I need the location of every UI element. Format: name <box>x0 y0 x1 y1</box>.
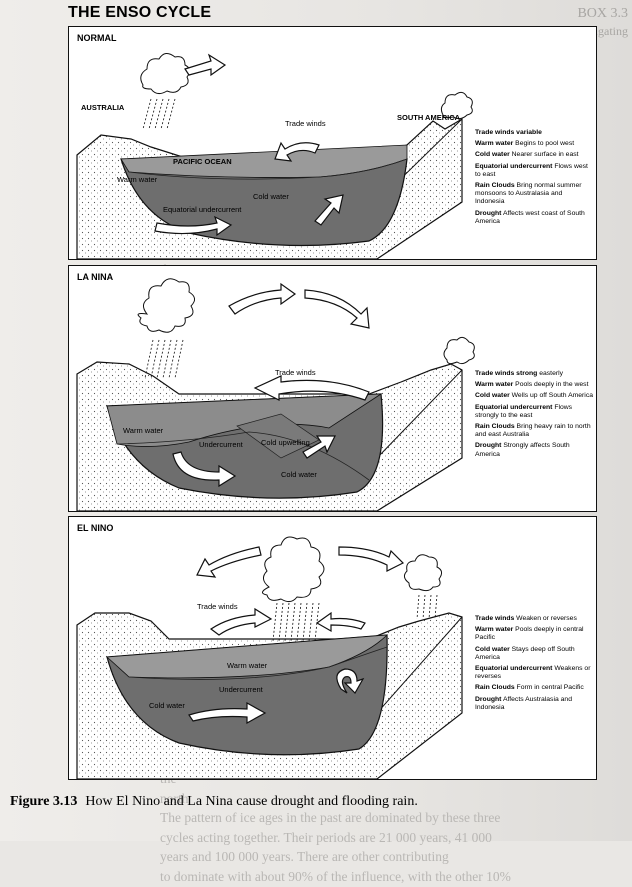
legend-item: Cold water Stays deep off South America <box>475 645 575 661</box>
warm-water-layer <box>106 393 383 447</box>
panel-el-nino: EL NINO Trade winds Warm water Undercurr… <box>68 516 597 780</box>
trade-wind-arrow <box>253 375 370 401</box>
la-nina-diagram <box>76 278 475 511</box>
eddy-arrow <box>336 668 365 694</box>
panel-title-normal: NORMAL <box>77 33 117 43</box>
cloud-east <box>440 91 473 120</box>
undercurrent-arrow <box>172 451 237 488</box>
normal-diagram <box>76 53 473 259</box>
upwelling-arrow <box>302 435 336 459</box>
trade-wind-arrow-east <box>315 611 366 633</box>
label-undercurrent: Undercurrent <box>199 440 243 449</box>
cloud-east <box>443 336 475 365</box>
legend-item: Rain Clouds Form in central Pacific <box>475 684 584 692</box>
background-text-line: cycles acting together. Their periods ar… <box>160 829 492 845</box>
rain-cloud-west <box>140 53 191 130</box>
warm-water-layer <box>106 634 389 679</box>
wind-arrow-upper-right <box>304 289 370 329</box>
box-label: BOX 3.3 <box>577 6 628 21</box>
figure-caption: Figure 3.13 How El Nino and La Nina cause… <box>10 794 418 810</box>
label-trade-winds: Trade winds <box>197 602 238 611</box>
label-cold-water: Cold water <box>253 192 289 201</box>
legend-item: Trade winds variable <box>475 129 542 136</box>
wind-arrow-upper-left <box>196 546 262 578</box>
legend-item: Trade winds strong easterly <box>475 370 564 377</box>
ocean-basin <box>120 158 408 247</box>
background-text-line: to dominate with about 90% of the influe… <box>160 868 511 884</box>
label-pacific-ocean: PACIFIC OCEAN <box>173 157 232 166</box>
caption-text: How El Nino and La Nina cause drought an… <box>85 794 418 809</box>
label-undercurrent: Undercurrent <box>219 685 263 694</box>
label-cold-water: Cold water <box>281 470 317 479</box>
legend-normal: Trade winds variable Warm water Begins t… <box>475 129 593 229</box>
legend-item: Equatorial undercurrent Flows strongly t… <box>475 403 573 419</box>
legend-item: Drought Affects west coast of South Amer… <box>475 209 585 225</box>
label-trade-winds: Trade winds <box>285 119 326 128</box>
rain-cloud-west <box>137 278 195 379</box>
background-text-line: years and 100 000 years. There are other… <box>160 849 449 865</box>
legend-item: Cold water Nearer surface in east <box>475 151 579 159</box>
wind-arrow-upper <box>184 53 227 77</box>
background-text-line: The pattern of ice ages in the past are … <box>160 810 501 826</box>
panel-la-nina: LA NINA Trade winds Warm water Undercurr… <box>68 265 597 512</box>
el-nino-diagram <box>76 536 463 779</box>
wind-arrow-upper-left <box>228 282 297 315</box>
panel-title-la-nina: LA NINA <box>77 272 114 282</box>
label-australia: AUSTRALIA <box>81 103 125 112</box>
rain-cloud-east <box>403 554 443 620</box>
label-undercurrent: Equatorial undercurrent <box>163 205 242 214</box>
label-trade-winds: Trade winds <box>275 368 316 377</box>
label-warm-water: Warm water <box>117 175 158 184</box>
legend-item: Drought Affects Australasia and Indonesi… <box>475 695 572 711</box>
undercurrent-arrow <box>154 215 233 237</box>
label-cold-water: Cold water <box>149 701 185 710</box>
label-warm-water: Warm water <box>123 426 164 435</box>
label-warm-water: Warm water <box>227 661 268 670</box>
background-text-line: north <box>160 790 189 806</box>
wind-arrow-upper-right <box>338 546 405 572</box>
legend-item: Rain Clouds Bring heavy rain to north an… <box>475 423 591 439</box>
rain-cloud-central <box>262 536 325 642</box>
label-south-america: SOUTH AMERICA <box>397 113 461 122</box>
legend-item: Warm water Begins to pool west <box>475 140 575 148</box>
legend-item: Drought Strongly affects South America <box>475 442 570 458</box>
legend-item: Cold water Wells up off South America <box>475 392 593 400</box>
figure-number: Figure 3.13 <box>10 794 78 809</box>
legend-item: Warm water Pools deeply in central Pacif… <box>475 626 584 642</box>
legend-el-nino: Trade winds Weaken or reverses Warm wate… <box>475 615 593 715</box>
legend-item: Equatorial undercurrent Weakens or rever… <box>475 665 591 681</box>
legend-item: Warm water Pools deeply in the west <box>475 381 589 389</box>
legend-la-nina: Trade winds strong easterly Warm water P… <box>475 370 593 462</box>
undercurrent-arrow <box>188 701 267 725</box>
legend-item: Equatorial undercurrent Flows west to ea… <box>475 162 588 178</box>
label-cold-upwelling: Cold upwelling <box>261 438 310 447</box>
trade-wind-arrow <box>274 141 320 162</box>
upwelling-arrow <box>314 194 344 226</box>
panel-title-el-nino: EL NINO <box>77 523 114 533</box>
legend-item: Rain Clouds Bring normal summer monsoons… <box>475 182 582 206</box>
panel-normal: NORMAL AUSTRALIA SOUTH AMERICA Trade win… <box>68 26 597 260</box>
trade-wind-arrow-west <box>209 607 273 636</box>
legend-item: Trade winds Weaken or reverses <box>475 615 577 622</box>
figure-title: THE ENSO CYCLE <box>68 4 212 21</box>
